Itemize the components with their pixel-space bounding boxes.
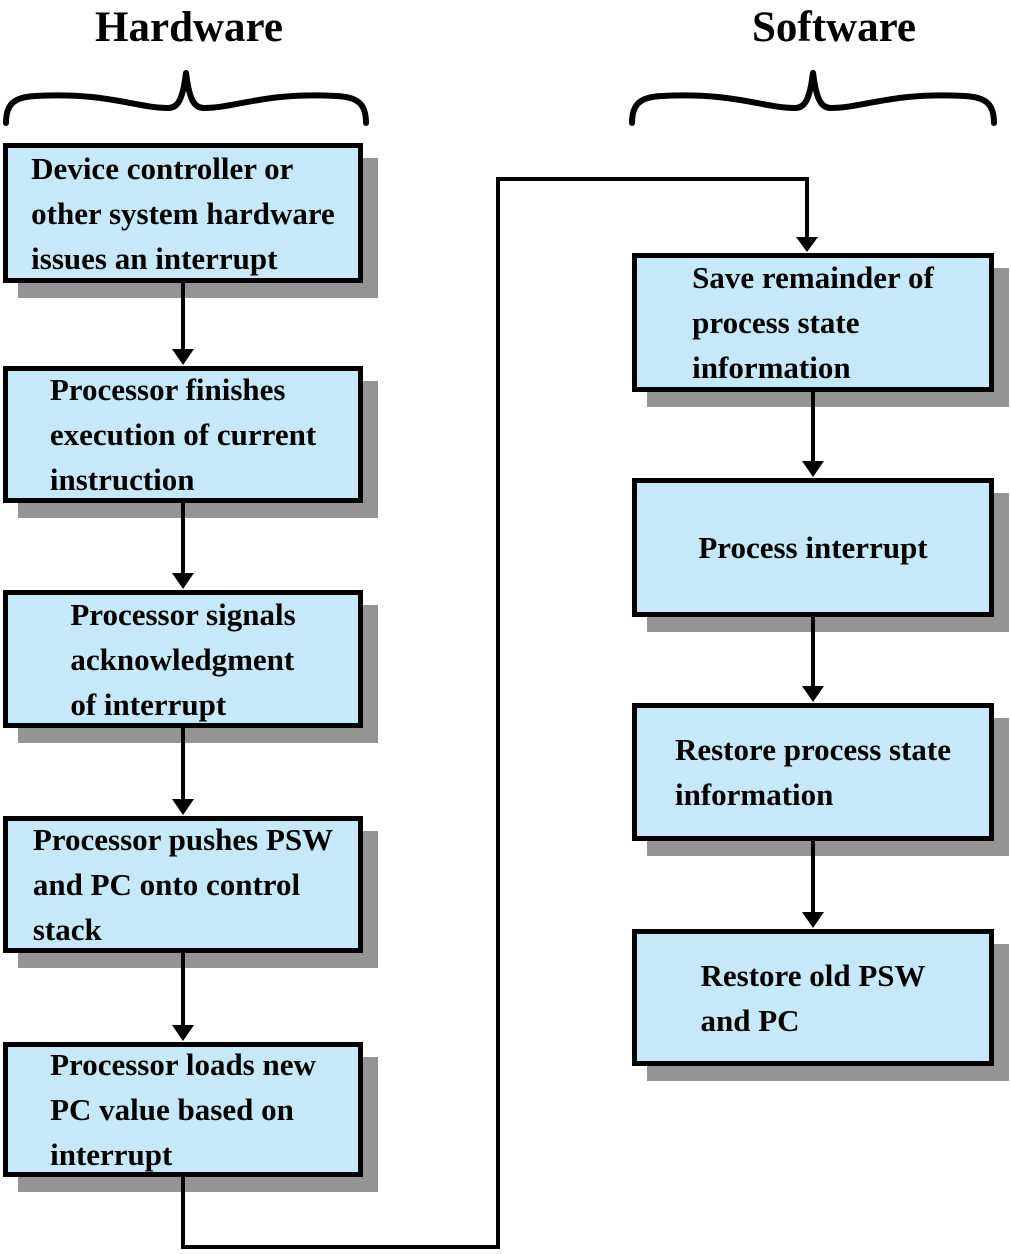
hardware-step-4-processor-pushes-psw-pc: Processor pushes PSW and PC onto control… — [3, 816, 363, 953]
step-label: Restore process state information — [674, 732, 952, 812]
arrow-down-icon-h3-h4 — [172, 728, 194, 815]
step-label: Device controller or other system hardwa… — [31, 150, 335, 276]
step-label: Process interrupt — [698, 530, 928, 565]
arrow-down-icon-h2-h3 — [172, 503, 194, 589]
step-label: Save remainder of process state informat… — [692, 260, 934, 385]
step-label: Processor loads new PC value based on in… — [50, 1047, 316, 1172]
hardware-step-3-processor-signals-acknowledgment: Processor signals acknowledgment of inte… — [3, 590, 363, 728]
arrow-down-icon-s1-s2 — [802, 392, 824, 477]
hardware-step-2-processor-finishes-instruction: Processor finishes execution of current … — [3, 366, 363, 503]
hardware-step-5-processor-loads-new-pc: Processor loads new PC value based on in… — [3, 1042, 363, 1177]
software-brace-icon — [629, 70, 997, 126]
hardware-brace-icon — [2, 70, 370, 126]
step-label: Processor pushes PSW and PC onto control… — [32, 822, 334, 947]
software-step-3-restore-process-state: Restore process state information — [632, 703, 994, 841]
software-column-header: Software — [751, 4, 916, 51]
software-step-2-process-interrupt: Process interrupt — [632, 478, 994, 617]
step-label: Restore old PSW and PC — [700, 957, 926, 1038]
step-label: Processor finishes execution of current … — [49, 372, 317, 497]
hardware-step-1-device-controller-issues-interrupt: Device controller or other system hardwa… — [3, 143, 363, 283]
step-label: Processor signals acknowledgment of inte… — [70, 596, 296, 722]
arrow-down-icon-h1-h2 — [172, 283, 194, 365]
software-step-4-restore-old-psw-pc: Restore old PSW and PC — [632, 929, 994, 1066]
hardware-column-header: Hardware — [95, 4, 283, 51]
arrow-down-icon-h4-h5 — [172, 953, 194, 1041]
arrow-down-icon-s2-s3 — [802, 617, 824, 702]
software-step-1-save-process-state: Save remainder of process state informat… — [632, 253, 994, 392]
arrow-down-icon-s3-s4 — [802, 841, 824, 928]
